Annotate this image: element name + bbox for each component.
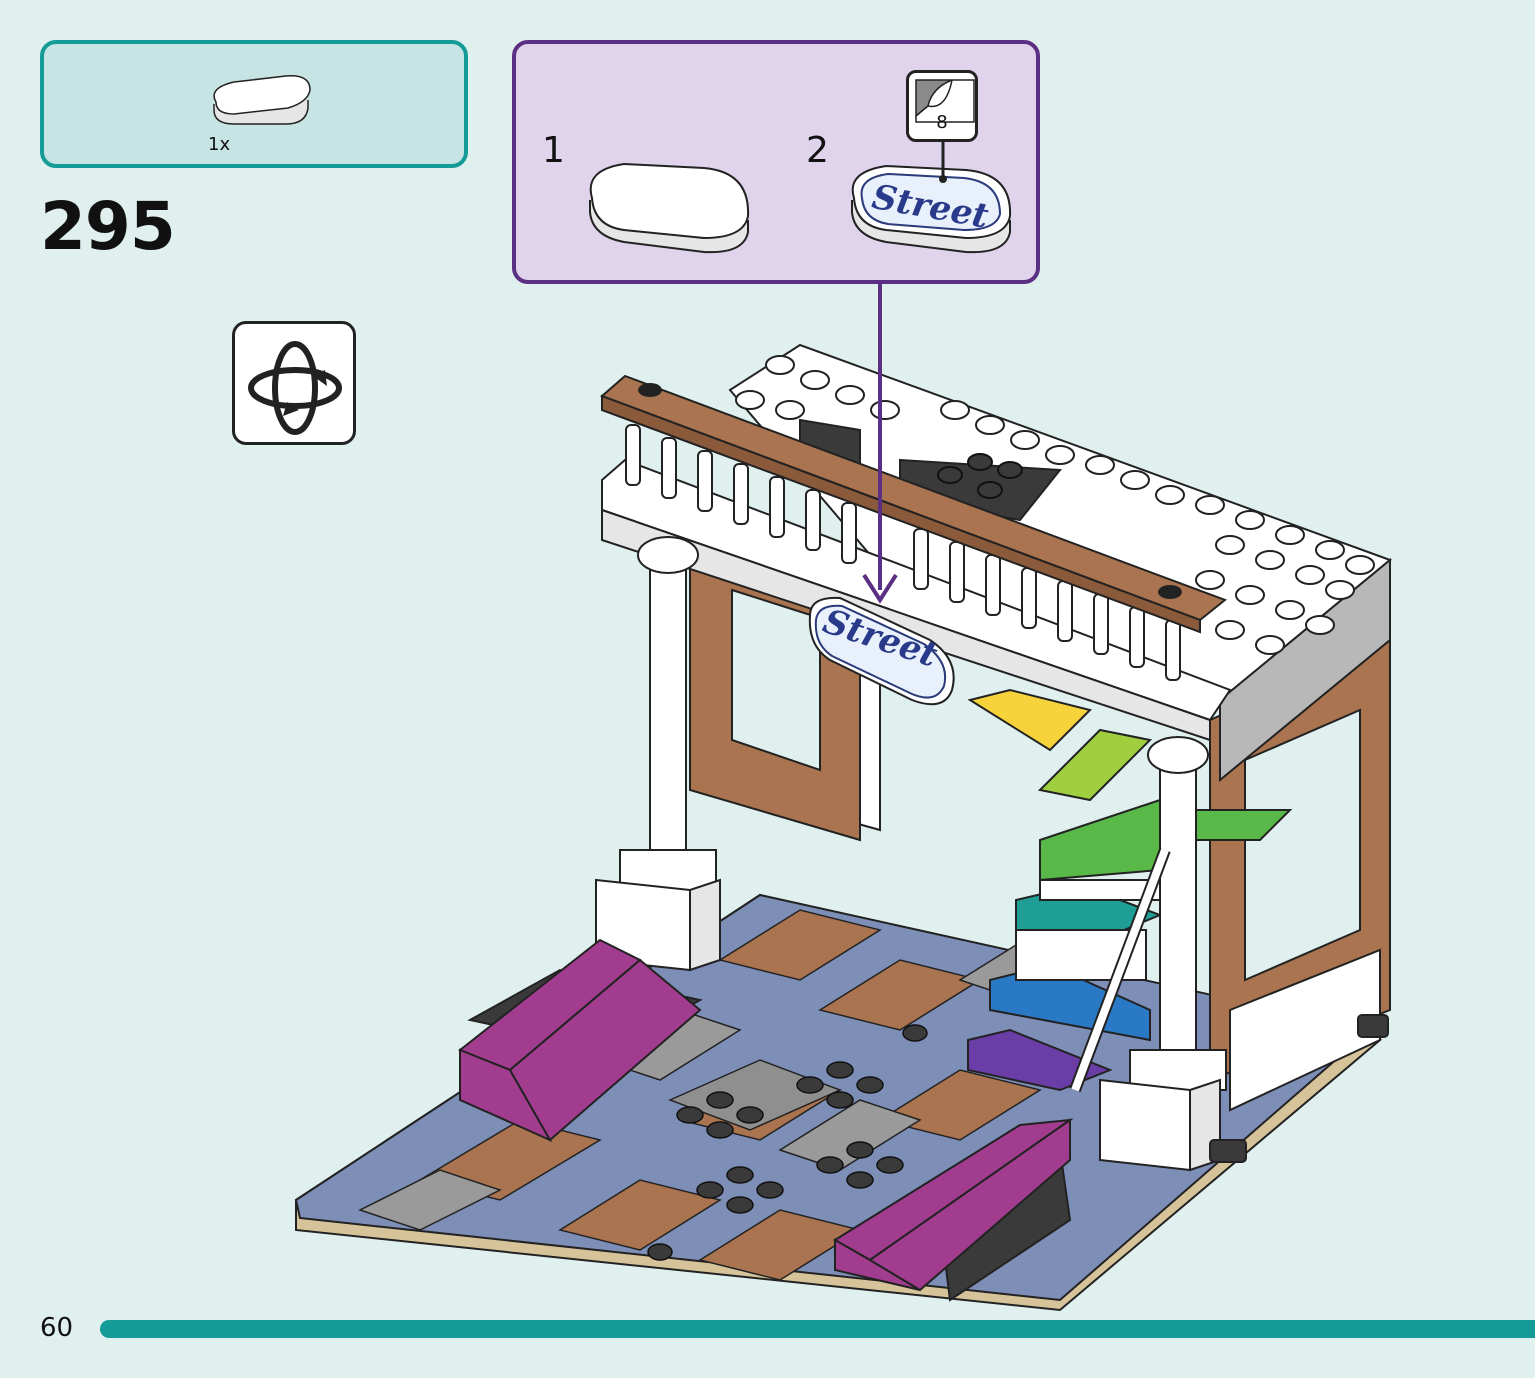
street-sign-tile-icon: Street — [851, 164, 1012, 254]
balcony — [600, 374, 1232, 742]
sub-step-label: 1 — [542, 130, 565, 171]
left-column — [595, 536, 721, 972]
progress-bar — [100, 1320, 1535, 1338]
right-column — [1099, 736, 1227, 1172]
parts-list-box: 1x — [40, 40, 468, 168]
sub-assembly-box: 1 2 Street 8 — [512, 40, 1040, 284]
part-quantity: 1x — [208, 134, 231, 155]
placement-arrow — [862, 284, 898, 604]
sticker-number: 8 — [936, 112, 948, 133]
page-number: 60 — [40, 1313, 74, 1343]
white-tile-1x2-rounded-icon — [589, 162, 750, 254]
sticker-leader-line — [939, 140, 947, 183]
white-tile-1x2-rounded-icon — [213, 75, 311, 125]
left-bench — [458, 938, 703, 1143]
right-bench — [833, 1118, 1074, 1302]
left-wall — [689, 538, 881, 842]
sub-step-label: 2 — [806, 130, 829, 171]
roof-plate — [728, 343, 1392, 783]
rotate-model-icon — [232, 321, 356, 445]
side-pins — [1209, 1014, 1389, 1163]
step-number: 295 — [40, 188, 176, 265]
